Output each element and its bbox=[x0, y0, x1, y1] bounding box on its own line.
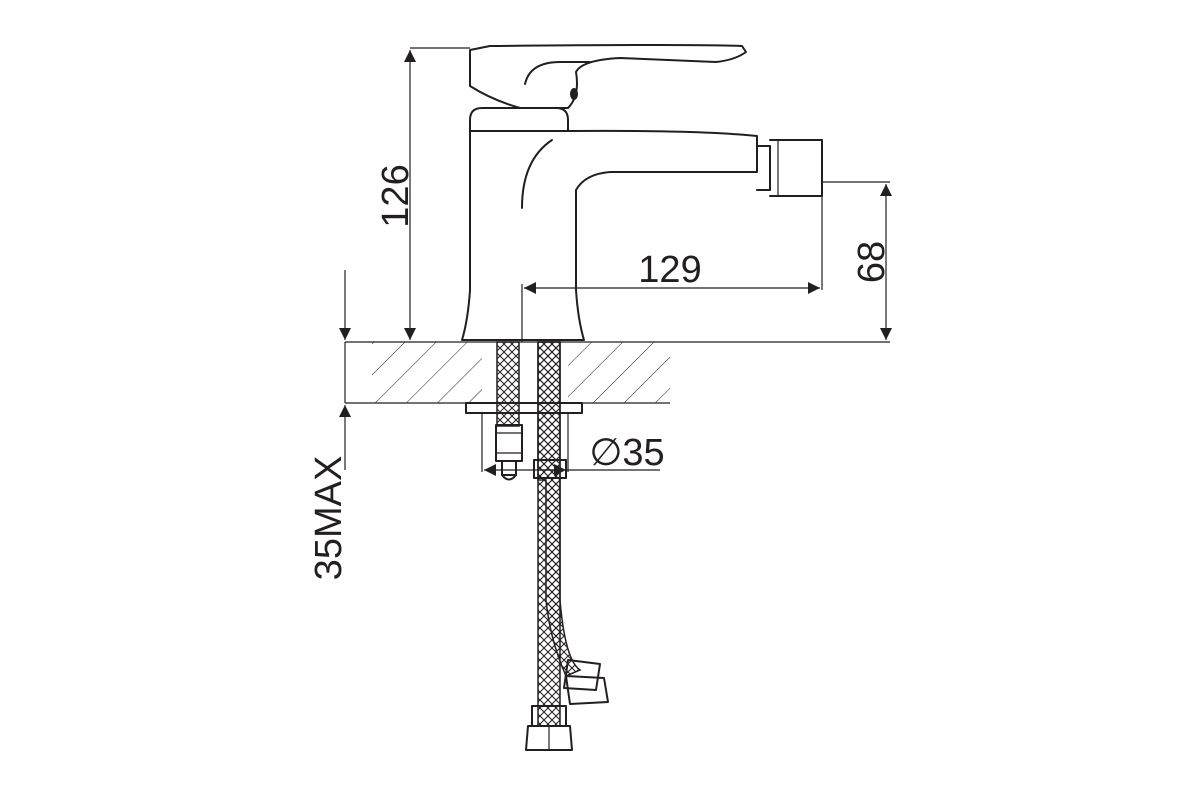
dimension-outlet-68: 68 bbox=[822, 181, 893, 340]
reach-label: 129 bbox=[638, 249, 701, 291]
dimension-diameter-35: ∅35 bbox=[481, 413, 665, 476]
outlet-height-label: 68 bbox=[851, 241, 893, 283]
dimension-deck-35max: 35MAX bbox=[308, 270, 351, 581]
flexible-hoses bbox=[525, 341, 609, 751]
height-label: 126 bbox=[375, 164, 417, 227]
lever-handle bbox=[469, 44, 747, 109]
mounting-hardware bbox=[465, 341, 583, 481]
tap-body bbox=[461, 107, 823, 341]
countertop-section bbox=[345, 341, 890, 404]
dimension-height-126: 126 bbox=[375, 47, 470, 340]
dimension-reach-129: 129 bbox=[521, 196, 823, 342]
deck-thickness-label: 35MAX bbox=[308, 456, 350, 581]
diameter-label: ∅35 bbox=[589, 432, 664, 474]
